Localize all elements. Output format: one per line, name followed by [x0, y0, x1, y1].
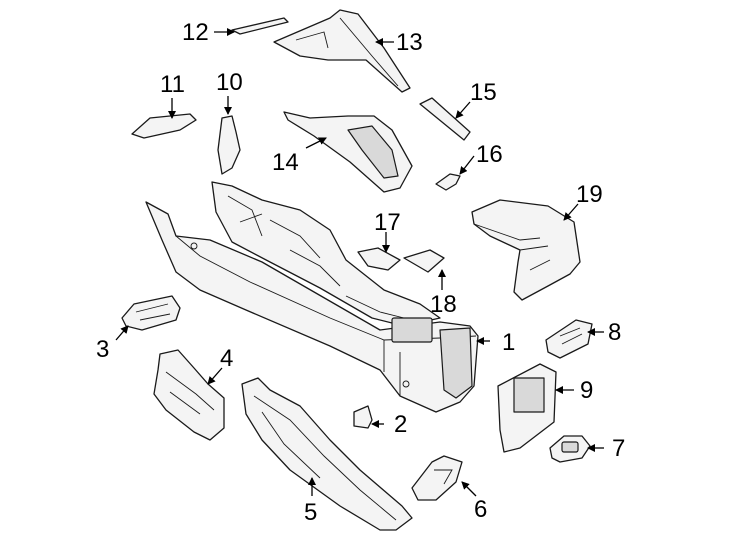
callout-7: 7: [612, 435, 625, 462]
callout-15: 15: [470, 79, 497, 106]
callout-labels: 1 2 3 4 5 6 7 8 9 10 11 12 13 14 15 16 1…: [96, 19, 625, 526]
callout-1: 1: [502, 329, 515, 356]
part-11-trim-strip: [131, 113, 197, 139]
part-18-mat: [403, 249, 445, 273]
part-7-connector: [549, 435, 591, 463]
callout-5: 5: [304, 499, 317, 526]
callout-19: 19: [576, 181, 603, 208]
part-12-trim-strip: [231, 17, 289, 35]
part-10-bracket: [217, 115, 241, 175]
part-2-clip: [353, 405, 373, 429]
callout-6: 6: [474, 496, 487, 523]
callout-4: 4: [220, 345, 233, 372]
callout-10: 10: [216, 69, 243, 96]
part-15-trim-insert: [419, 97, 471, 141]
part-5-side-trim: [241, 377, 413, 531]
leader-6: [461, 481, 477, 497]
callout-9: 9: [580, 377, 593, 404]
leader-15: [455, 101, 471, 119]
callout-17: 17: [374, 209, 401, 236]
part-3-bracket: [121, 295, 181, 331]
part-19-armrest: [471, 199, 581, 301]
callout-8: 8: [608, 319, 621, 346]
leader-lines: [115, 28, 604, 497]
part-17-mat: [357, 247, 401, 271]
leader-14: [305, 137, 327, 149]
leader-19: [563, 203, 579, 221]
part-6-switch-housing: [411, 455, 463, 501]
callout-14: 14: [272, 149, 299, 176]
part-13-top-panel: [273, 9, 411, 93]
leader-16: [459, 155, 475, 175]
part-16-clip: [435, 173, 461, 191]
callout-13: 13: [396, 29, 423, 56]
leader-4: [207, 367, 223, 385]
callout-12: 12: [182, 19, 209, 46]
part-14-shifter-panel: [283, 111, 413, 193]
leader-3: [115, 325, 129, 341]
part-8-usb-port: [545, 319, 593, 359]
part-4-storage-bin: [153, 349, 225, 441]
callout-3: 3: [96, 336, 109, 363]
part-1-console-body: [145, 181, 479, 413]
part-9-bezel: [497, 363, 557, 453]
callout-16: 16: [476, 141, 503, 168]
callout-2: 2: [394, 411, 407, 438]
callout-11: 11: [160, 71, 185, 98]
callout-18: 18: [430, 291, 457, 318]
